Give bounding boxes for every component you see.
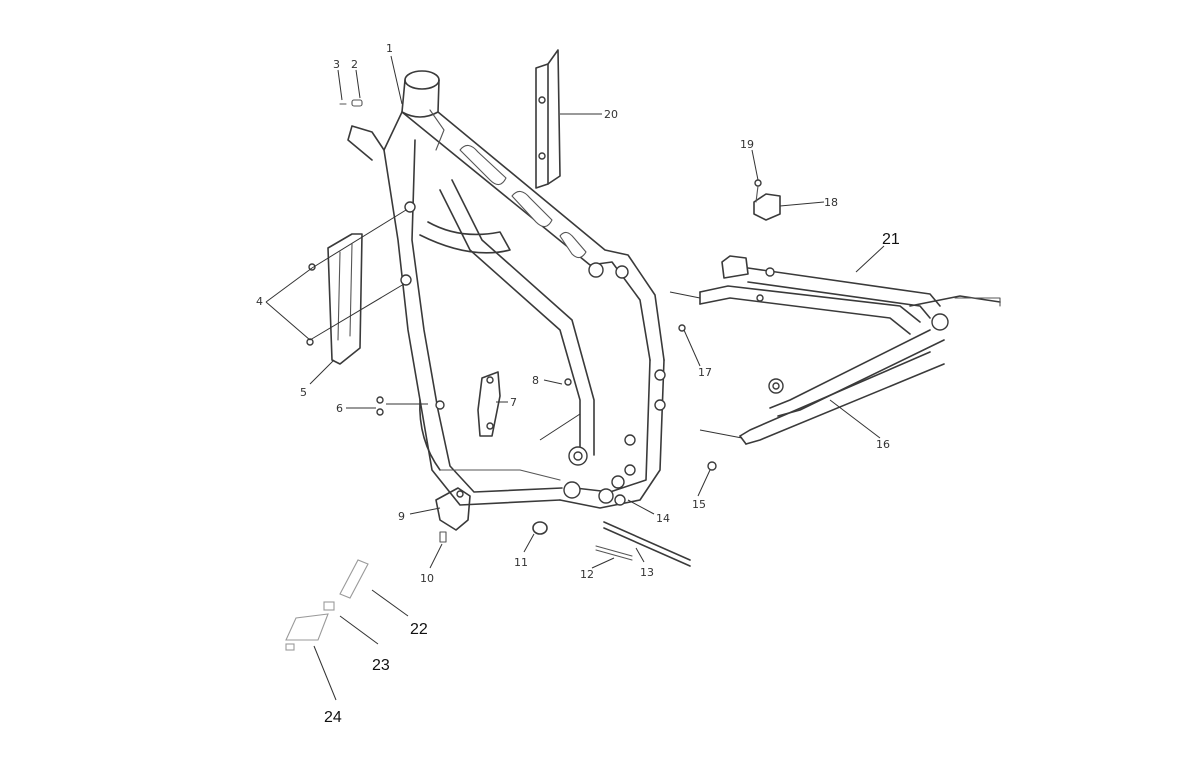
- callout-11: 11: [514, 556, 528, 569]
- callout-19: 19: [740, 138, 754, 151]
- callout-6: 6: [336, 402, 343, 415]
- callout-12: 12: [580, 568, 594, 581]
- callout-9: 9: [398, 510, 405, 523]
- callout-3: 3: [333, 58, 340, 71]
- callout-22: 22: [410, 621, 428, 638]
- callout-14: 14: [656, 512, 670, 525]
- callout-20: 20: [604, 108, 618, 121]
- callout-2: 2: [351, 58, 358, 71]
- callout-21: 21: [882, 231, 900, 248]
- fasteners: [306, 263, 717, 543]
- callout-1: 1: [386, 42, 393, 55]
- part-13-axle: [595, 494, 691, 567]
- part-20-bracket: [535, 49, 561, 189]
- callout-13: 13: [640, 566, 654, 579]
- leader-lines: [265, 55, 885, 701]
- callout-10: 10: [420, 572, 434, 585]
- callout-15: 15: [692, 498, 706, 511]
- main-frame: [347, 70, 666, 509]
- part-7-plate: [477, 371, 501, 437]
- part-9-bracket: [435, 487, 471, 531]
- callout-18: 18: [824, 196, 838, 209]
- callout-8: 8: [532, 374, 539, 387]
- callout-23: 23: [372, 657, 390, 674]
- part-2-3-pins: [339, 99, 363, 107]
- callout-16: 16: [876, 438, 890, 451]
- parts-22-24: [285, 559, 369, 651]
- callout-7: 7: [510, 396, 517, 409]
- rear-subframe: [699, 255, 1001, 445]
- callout-17: 17: [698, 366, 712, 379]
- callout-5: 5: [300, 386, 307, 399]
- callout-24: 24: [324, 709, 342, 726]
- callout-4: 4: [256, 295, 263, 308]
- callout-labels: 1 2 3 4 5 6 7 8 9 10 11 12 13 14 15 16 1…: [256, 42, 900, 726]
- part-18-clamp: [753, 179, 781, 221]
- part-5-guard: [327, 233, 363, 365]
